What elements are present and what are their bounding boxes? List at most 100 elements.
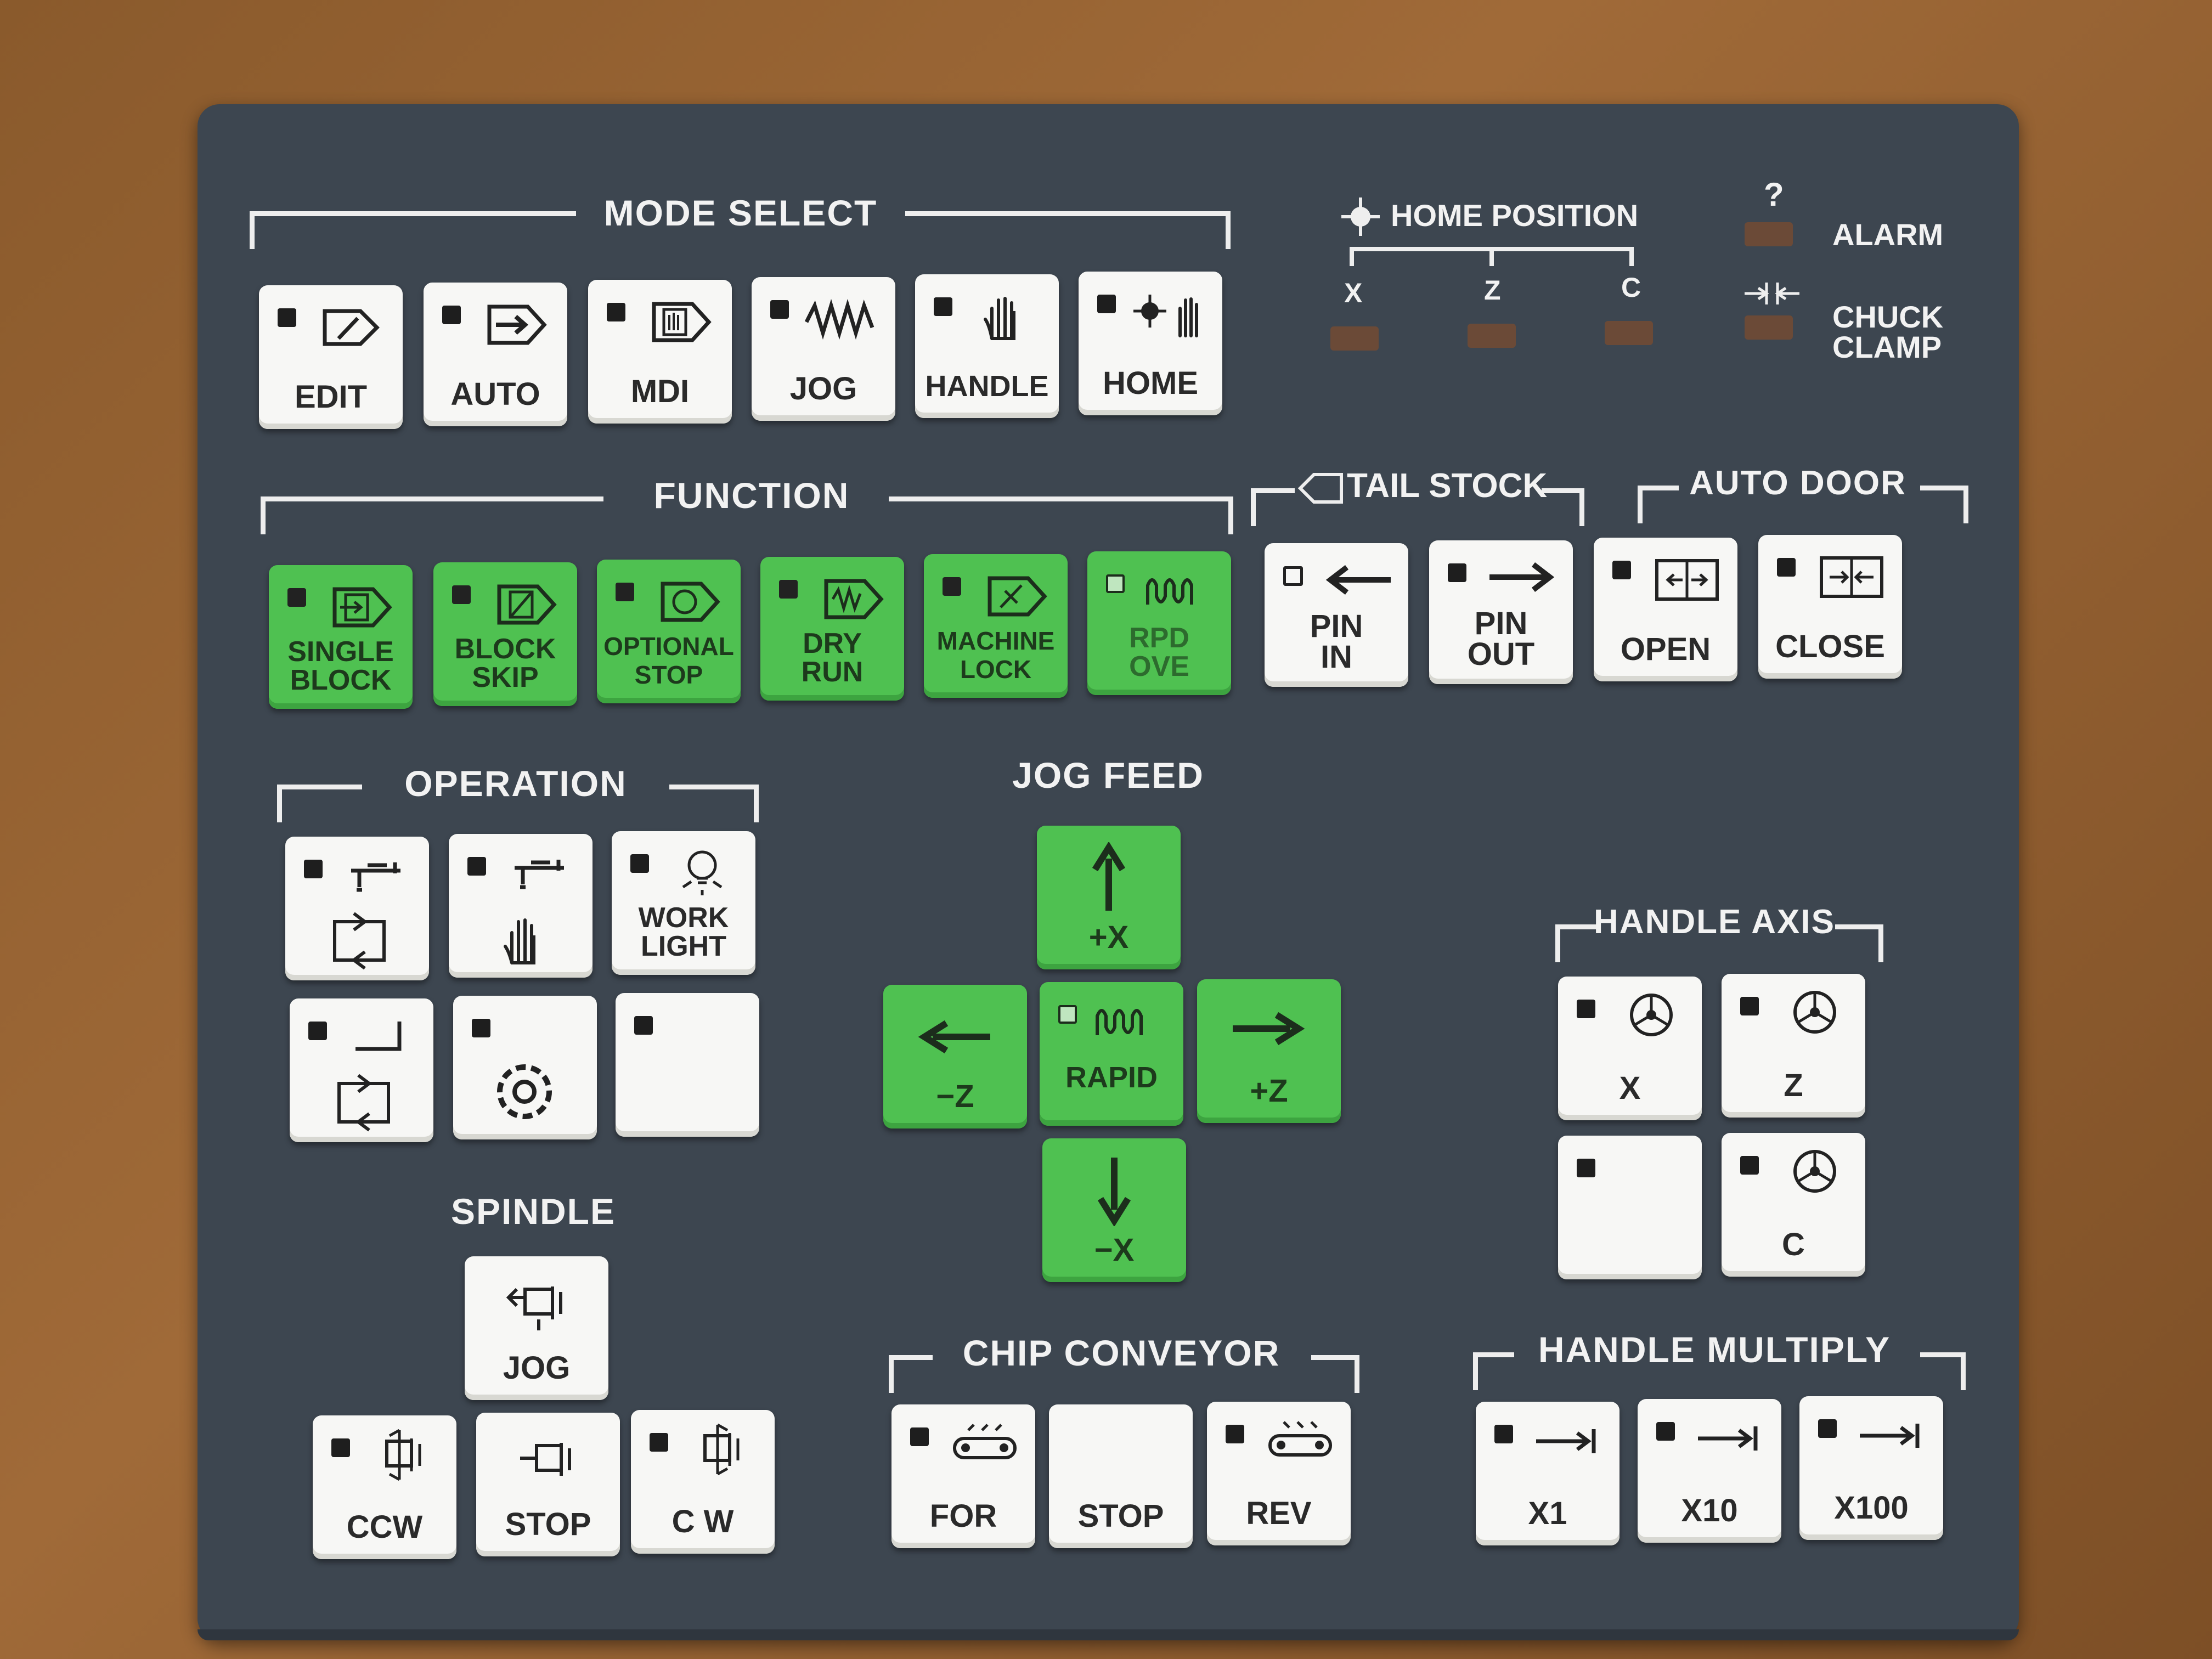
edit-label: EDIT xyxy=(294,379,368,415)
handle-axis-c-button[interactable]: C xyxy=(1722,1133,1865,1277)
handle-axis-z-button[interactable]: Z xyxy=(1722,974,1865,1118)
handwheel-icon xyxy=(1630,994,1673,1036)
optional-stop-icon xyxy=(661,582,720,622)
spindle-jog-button[interactable]: JOG xyxy=(465,1256,608,1400)
handle-label: HANDLE xyxy=(925,370,1049,403)
conveyor-reverse-button[interactable]: REV xyxy=(1207,1402,1351,1545)
conveyor-icon xyxy=(1268,1421,1332,1457)
alarm-symbol: ? xyxy=(1764,176,1784,213)
edit-mode-button[interactable]: EDIT xyxy=(259,285,403,429)
jog-plus-z-button[interactable]: +Z xyxy=(1197,979,1341,1123)
auto-arrow-icon xyxy=(487,304,547,345)
conveyor-stop-button[interactable]: STOP xyxy=(1049,1404,1193,1548)
machine-lock-icon xyxy=(988,576,1047,617)
arrow-to-bar-icon xyxy=(1536,1429,1596,1453)
door-close-label: CLOSE xyxy=(1775,629,1885,664)
blank-operation-button[interactable] xyxy=(616,993,759,1137)
mdi-mode-button[interactable]: MDI xyxy=(588,280,732,424)
home-target-hand-icon xyxy=(1133,295,1198,337)
handle-mode-button[interactable]: HANDLE xyxy=(915,274,1059,418)
conveyor-stop-label: STOP xyxy=(1077,1498,1164,1534)
conveyor-icon xyxy=(953,1424,1017,1459)
jog-mode-button[interactable]: JOG xyxy=(752,277,895,421)
door-close-button[interactable]: CLOSE xyxy=(1758,535,1902,679)
jog-plus-x-button[interactable]: +X xyxy=(1037,826,1181,969)
pin-out-arrow-icon xyxy=(1489,562,1555,592)
panel-edge xyxy=(198,1629,2019,1640)
alarm-label: ALARM xyxy=(1832,217,1944,252)
optional-stop-line2: STOP xyxy=(634,661,703,689)
handle-led xyxy=(934,297,952,316)
jog-minus-z-button[interactable]: −Z xyxy=(883,985,1027,1128)
single-block-line1: SINGLE xyxy=(287,636,394,668)
home-position-title: HOME POSITION xyxy=(1391,198,1639,233)
cycle-icon xyxy=(333,912,386,970)
door-open-label: OPEN xyxy=(1620,631,1711,667)
mdi-led xyxy=(607,303,625,321)
home-z-label: Z xyxy=(1484,275,1501,306)
arrow-to-bar-icon xyxy=(1698,1426,1758,1451)
home-x-lamp xyxy=(1330,326,1379,351)
spindle-jog-label: JOG xyxy=(503,1350,571,1386)
spindle-cw-label: C W xyxy=(672,1504,734,1539)
jog-plus-z-label: +Z xyxy=(1250,1073,1288,1109)
home-mode-button[interactable]: HOME xyxy=(1079,272,1222,415)
spindle-ccw-button[interactable]: CCW xyxy=(313,1415,456,1559)
cycle-icon xyxy=(337,1074,390,1132)
coolant-tap-icon xyxy=(351,862,400,892)
auto-door-title: AUTO DOOR xyxy=(1689,464,1906,502)
light-bulb-icon xyxy=(682,850,723,895)
rapid-wave-icon xyxy=(1096,1009,1143,1035)
jog-minus-x-label: −X xyxy=(1094,1232,1135,1268)
door-open-button[interactable]: OPEN xyxy=(1594,538,1737,681)
dry-run-icon xyxy=(824,579,884,619)
auto-mode-button[interactable]: AUTO xyxy=(424,283,567,426)
hand-icon xyxy=(984,297,1015,340)
home-c-lamp xyxy=(1605,321,1653,345)
dry-run-line2: RUN xyxy=(801,656,864,688)
spindle-title: SPINDLE xyxy=(450,1191,616,1232)
coolant-manual-button[interactable] xyxy=(449,834,592,978)
multiply-x100-label: X100 xyxy=(1834,1490,1909,1526)
hand-icon xyxy=(504,918,535,964)
turret-button[interactable] xyxy=(453,996,597,1139)
handwheel-icon xyxy=(1793,991,1836,1034)
multiply-x10-button[interactable]: X10 xyxy=(1638,1399,1781,1543)
work-light-line1: WORK xyxy=(638,902,729,934)
handle-axis-x-button[interactable]: X xyxy=(1558,977,1702,1120)
multiply-x100-button[interactable]: X100 xyxy=(1799,1396,1943,1540)
coolant-auto-button[interactable] xyxy=(285,837,429,980)
block-skip-line1: BLOCK xyxy=(454,633,556,665)
spindle-ccw-icon xyxy=(385,1429,421,1481)
operator-panel: MODE SELECT EDIT AUTO MDI JOG HANDLE HOM… xyxy=(198,104,2019,1640)
arrow-up-icon xyxy=(1092,842,1126,911)
tail-stock-icon xyxy=(1297,473,1343,504)
home-x-label: X xyxy=(1344,278,1363,308)
handle-axis-c-label: C xyxy=(1782,1227,1805,1262)
conveyor-forward-button[interactable]: FOR xyxy=(891,1404,1035,1548)
step-icon xyxy=(356,1022,402,1051)
home-label: HOME xyxy=(1103,365,1198,401)
jog-rapid-button[interactable]: RAPID xyxy=(1040,982,1183,1126)
auto-led xyxy=(442,306,461,324)
spindle-cw-button[interactable]: C W xyxy=(631,1410,775,1554)
chuck-cycle-button[interactable] xyxy=(290,998,433,1142)
jog-feed-title: JOG FEED xyxy=(1012,755,1204,795)
spindle-stop-button[interactable]: STOP xyxy=(476,1413,620,1556)
handle-axis-blank-button[interactable] xyxy=(1558,1136,1702,1279)
operation-title: OPERATION xyxy=(404,763,627,804)
edit-icon xyxy=(323,309,380,346)
multiply-x1-button[interactable]: X1 xyxy=(1476,1402,1620,1545)
single-block-icon xyxy=(332,587,392,628)
conveyor-forward-label: FOR xyxy=(929,1498,997,1534)
jog-minus-x-button[interactable]: −X xyxy=(1042,1138,1186,1282)
